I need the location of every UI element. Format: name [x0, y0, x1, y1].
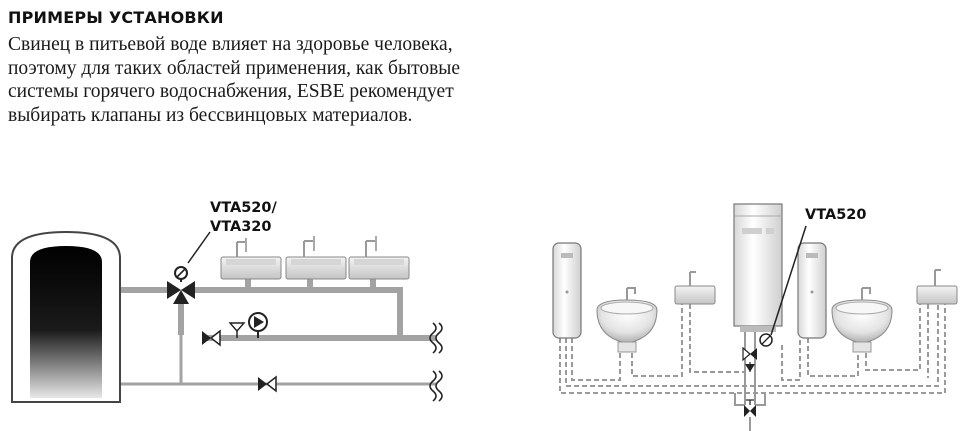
section-heading: ПРИМЕРЫ УСТАНОВКИ — [8, 8, 224, 27]
paragraph-line: Свинец в питьевой воде влияет на здоровь… — [8, 34, 453, 55]
distribution-pipes — [559, 304, 946, 394]
cold-water-pipes — [118, 335, 436, 386]
valve-label-line2: VTA320 — [210, 219, 271, 235]
mixing-valve-icon — [759, 225, 807, 347]
main-supply-pipes — [734, 330, 766, 406]
water-heater-tank — [11, 230, 121, 403]
electric-water-heater-icon — [552, 242, 582, 339]
check-valve-icon — [742, 346, 757, 372]
left-installation-diagram: VTA520/ VTA320 — [11, 200, 443, 403]
wash-basin-icon — [831, 287, 893, 353]
shutoff-valve-icon — [744, 399, 756, 431]
sink-icon — [220, 238, 282, 280]
right-installation-diagram: VTA520 — [552, 203, 958, 431]
sink-icon — [348, 236, 410, 280]
paragraph-line: системы горячего водоснабжения, ESBE рек… — [8, 81, 454, 102]
pipe-break-icon — [429, 322, 443, 402]
circulation-pump-icon — [228, 312, 268, 338]
valve-label: VTA520 — [805, 207, 866, 223]
hot-water-pipes — [118, 278, 436, 341]
electric-water-heater-icon — [797, 242, 827, 339]
mixing-valve-icon — [167, 231, 211, 304]
paragraph-line: выбирать клапаны из бессвинцовых материа… — [8, 104, 413, 126]
intro-paragraph: Свинец в питьевой воде влияет на здоровь… — [8, 33, 478, 127]
paragraph-line: поэтому для таких областей применения, к… — [8, 57, 461, 79]
sink-icon — [285, 236, 347, 280]
sink-icon — [916, 269, 958, 305]
sink-icon — [674, 271, 716, 305]
valve-label-line1: VTA520/ — [210, 200, 277, 216]
wash-basin-icon — [596, 287, 658, 353]
central-boiler-icon — [733, 203, 783, 332]
check-valve-icon — [258, 375, 277, 393]
check-valve-icon — [202, 329, 221, 347]
